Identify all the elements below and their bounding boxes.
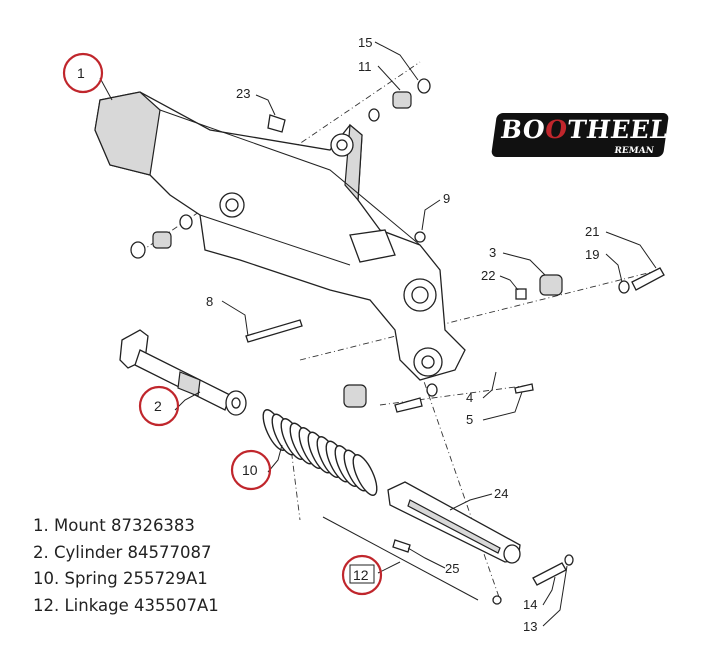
callout-3: 3 <box>489 245 496 260</box>
legend-item: 10. Spring 255729A1 <box>33 569 208 588</box>
spring-part <box>262 409 378 496</box>
axis-line <box>299 269 661 361</box>
mount-part <box>94 91 466 381</box>
callout-24: 24 <box>494 486 508 501</box>
legend-item: 12. Linkage 435507A1 <box>33 595 219 615</box>
axis-line <box>379 384 531 406</box>
callout-22: 22 <box>481 268 495 283</box>
callout-9: 9 <box>443 191 450 206</box>
callout-ring-1 <box>62 52 104 94</box>
callout-2: 2 <box>154 398 162 414</box>
gear-icon: O <box>543 115 570 144</box>
bushing-rings <box>130 78 665 413</box>
callout-12: 12 <box>353 567 369 583</box>
spring-coil <box>352 454 378 496</box>
logo-brand: BOOTHEEL <box>498 115 670 144</box>
callout-10: 10 <box>242 462 258 478</box>
bootheel-logo: BOOTHEEL REMAN <box>490 113 670 157</box>
legend-item: 1. Mount 87326383 <box>33 516 195 535</box>
cylinder-part <box>119 329 247 416</box>
parts-legend: 1. Mount 87326383 2. Cylinder 84577087 1… <box>33 513 219 619</box>
callout-19: 19 <box>585 247 599 262</box>
callout-21: 21 <box>585 224 599 239</box>
logo-sub: REMAN <box>613 146 655 156</box>
callout-ring-10 <box>230 449 272 491</box>
legend-item: 2. Cylinder 84577087 <box>33 542 212 562</box>
callout-5: 5 <box>466 412 473 427</box>
callout-1: 1 <box>77 65 85 81</box>
callout-15: 15 <box>358 35 372 50</box>
callout-8: 8 <box>206 294 213 309</box>
callout-25: 25 <box>445 561 459 576</box>
callout-4: 4 <box>466 390 473 405</box>
leader-lines <box>99 41 657 627</box>
callout-box-12 <box>349 564 375 584</box>
callout-13: 13 <box>523 619 537 634</box>
callout-ring-12 <box>341 554 383 596</box>
callout-ring-2 <box>138 385 180 427</box>
callout-23: 23 <box>236 86 250 101</box>
axis-line <box>419 369 501 601</box>
callout-14: 14 <box>523 597 537 612</box>
linkage-part <box>322 481 574 605</box>
callout-11: 11 <box>358 59 372 74</box>
